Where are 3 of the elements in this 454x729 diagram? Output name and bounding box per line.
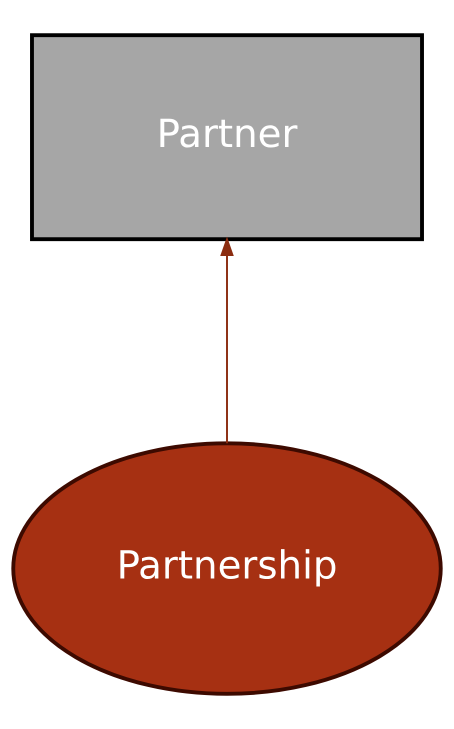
arrow (220, 236, 234, 444)
node-box: Partner (30, 33, 424, 242)
node-ellipse: Partnership (11, 441, 443, 696)
